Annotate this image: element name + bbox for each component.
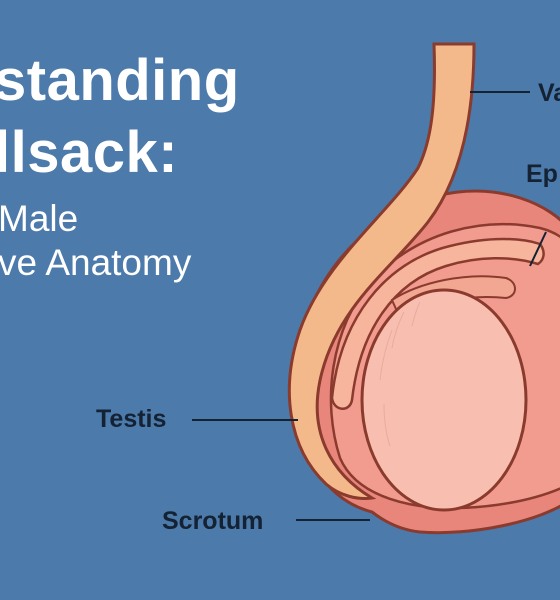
label-scrotum: Scrotum <box>162 507 264 535</box>
epididymis-shape <box>330 237 545 410</box>
vas-deferens-shape <box>287 42 476 500</box>
title-line-2: llsack: <box>0 120 179 185</box>
label-vas-deferens: Va <box>538 79 560 107</box>
subtitle-line-1: Male <box>0 198 79 239</box>
epididymis-leader-line <box>529 231 547 267</box>
title-line-1: standing <box>0 48 240 113</box>
label-testis: Testis <box>96 405 167 433</box>
testis-shape <box>360 288 528 512</box>
label-epididymis: Ep <box>526 160 558 188</box>
leader-lines <box>192 91 547 521</box>
testis-texture <box>379 301 421 447</box>
subtitle-line-2: ve Anatomy <box>0 242 192 283</box>
